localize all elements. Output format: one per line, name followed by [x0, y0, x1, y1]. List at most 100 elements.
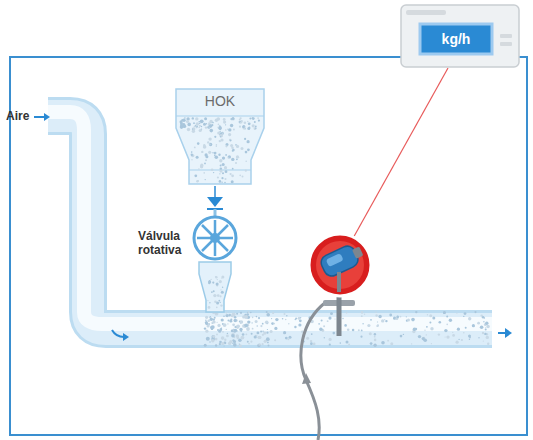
particle [231, 180, 234, 183]
particle [385, 320, 387, 322]
particle [252, 328, 254, 330]
pipe-outline [48, 116, 492, 329]
particle [443, 312, 445, 314]
particle [246, 333, 248, 335]
particle [234, 329, 237, 332]
display-unit: kg/h [420, 24, 492, 54]
particle [429, 321, 431, 323]
particle [228, 157, 230, 159]
particle [220, 304, 222, 306]
particle [400, 335, 403, 338]
particle [226, 314, 229, 317]
particle [215, 338, 218, 341]
particle [209, 124, 212, 127]
particle [239, 175, 241, 177]
particle [216, 282, 219, 285]
particle [212, 122, 214, 124]
particle [220, 164, 222, 166]
sensor-cover [326, 253, 344, 267]
particle [329, 344, 331, 346]
frame [10, 57, 527, 435]
particle [240, 121, 241, 122]
particle [214, 136, 216, 138]
particle [446, 335, 449, 338]
particle [472, 324, 475, 327]
particle [222, 172, 224, 174]
particle [224, 182, 226, 184]
flow-arrow [123, 333, 129, 341]
particle [231, 147, 234, 150]
particle [222, 157, 225, 160]
particle [242, 333, 245, 336]
particle [234, 316, 237, 319]
particle [221, 342, 224, 345]
particle [209, 143, 212, 146]
particle [232, 343, 234, 345]
particle [216, 301, 219, 304]
particle [224, 345, 225, 346]
particle [334, 318, 335, 319]
particle [216, 307, 218, 309]
particle [241, 147, 244, 150]
particle [255, 127, 257, 129]
particle [217, 176, 219, 178]
particle [214, 155, 216, 157]
particle [221, 182, 222, 183]
particle [444, 329, 447, 332]
particle [222, 163, 225, 166]
particle [196, 126, 198, 128]
particle [196, 156, 199, 159]
particle [213, 172, 214, 173]
particle [222, 287, 223, 288]
particle [484, 333, 486, 335]
particle [251, 333, 253, 335]
particle [232, 323, 235, 326]
particle [230, 124, 233, 127]
particle [209, 317, 210, 318]
sensor-highlight [309, 234, 371, 296]
particle [327, 320, 329, 322]
particle [318, 323, 320, 325]
particle [219, 159, 222, 162]
particle [215, 276, 217, 278]
vane [202, 225, 228, 251]
particle [487, 343, 489, 345]
particle [247, 341, 249, 343]
particle [241, 336, 245, 340]
display-detail [500, 42, 512, 46]
particle [186, 120, 189, 123]
particle [258, 317, 260, 319]
particle [313, 343, 316, 346]
particle [400, 316, 402, 318]
particle [218, 154, 220, 156]
particle [245, 160, 247, 162]
particle [219, 280, 222, 283]
particle [230, 140, 232, 142]
particle [207, 319, 210, 322]
particle [208, 151, 211, 154]
hopper-band [176, 116, 264, 117]
particle [231, 334, 234, 337]
flow-arrow [34, 116, 44, 118]
particle [298, 317, 301, 320]
particle [247, 121, 248, 122]
hopper-body [176, 89, 264, 184]
particle [210, 129, 214, 133]
particle [193, 122, 195, 124]
particle [207, 141, 209, 143]
particle [287, 338, 289, 340]
particle [210, 326, 213, 329]
particle [426, 326, 428, 328]
particle [220, 328, 221, 329]
particle [236, 336, 239, 339]
particle [361, 315, 363, 317]
particle [415, 328, 418, 331]
particle [352, 329, 355, 332]
particle [486, 336, 489, 339]
display-detail [406, 10, 446, 15]
particle [219, 140, 221, 142]
cable-arrow [302, 373, 311, 384]
particle [457, 328, 460, 331]
particle [252, 117, 255, 120]
particle [370, 319, 372, 321]
